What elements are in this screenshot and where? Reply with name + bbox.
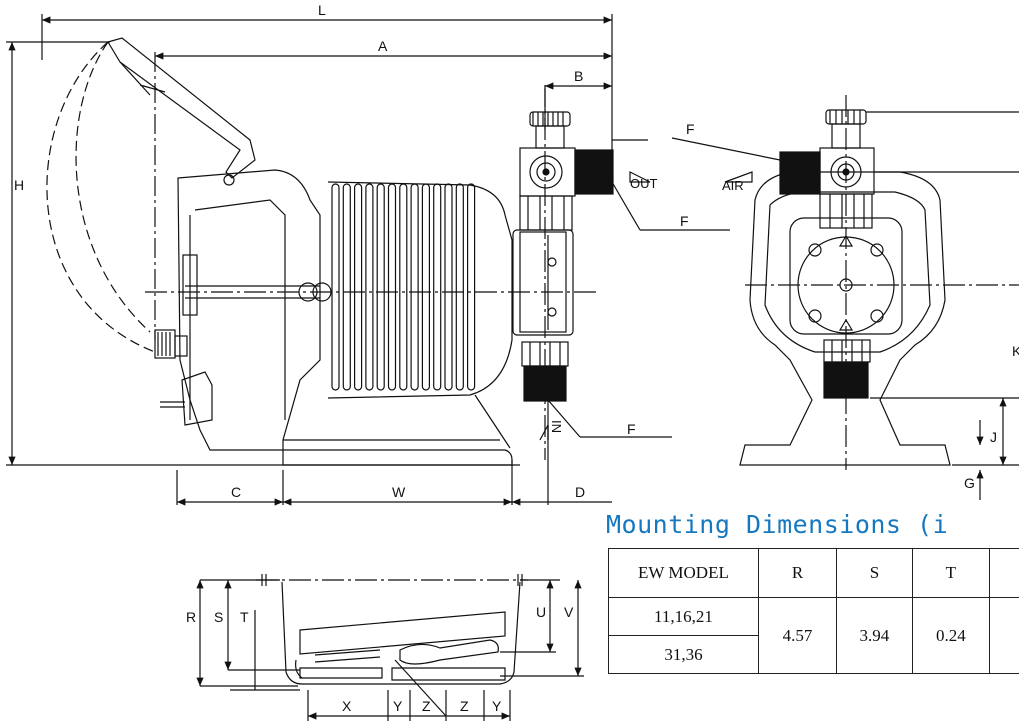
label-A: A <box>378 38 388 54</box>
label-L: L <box>318 2 326 18</box>
label-X: X <box>342 698 352 714</box>
label-Z-left: Z <box>422 698 431 714</box>
port-label-in: IN <box>549 420 564 433</box>
port-label-air: AIR <box>722 178 744 193</box>
mounting-dimensions-table: EW MODEL R S T 11,16,21 4.57 3.94 0.24 3… <box>608 548 1019 674</box>
label-B: B <box>574 68 583 84</box>
cell-model: 11,16,21 <box>608 597 759 636</box>
table-row: 31,36 <box>608 635 1019 674</box>
label-R: R <box>186 609 196 625</box>
header-r: R <box>757 548 838 598</box>
cooling-fin <box>331 183 340 391</box>
label-H: H <box>14 177 24 193</box>
cell-model: 31,36 <box>608 635 759 674</box>
cell-truncated <box>989 597 1019 674</box>
label-Z-right: Z <box>460 698 469 714</box>
label-F-mid: F <box>680 213 689 229</box>
cooling-fin <box>354 183 363 391</box>
cooling-fins <box>327 181 513 399</box>
cooling-fin <box>410 183 419 391</box>
label-J: J <box>990 429 997 445</box>
side-view <box>6 14 730 506</box>
label-S: S <box>214 609 223 625</box>
cell-t: 0.24 <box>911 597 991 674</box>
mounting-dimensions-title: Mounting Dimensions (i <box>606 510 949 539</box>
table-header-row: EW MODEL R S T <box>608 548 1019 598</box>
header-s: S <box>836 548 913 598</box>
label-C: C <box>231 484 241 500</box>
label-Y-left: Y <box>393 698 403 714</box>
header-truncated <box>989 548 1019 598</box>
label-T: T <box>240 609 249 625</box>
label-G: G <box>964 475 975 491</box>
label-U: U <box>536 604 546 620</box>
cooling-fin <box>387 183 397 391</box>
cell-s: 3.94 <box>836 597 913 674</box>
cooling-fin <box>433 183 442 391</box>
label-Y-right: Y <box>492 698 502 714</box>
label-F-top: F <box>686 121 695 137</box>
cooling-fin <box>467 183 476 391</box>
cooling-fin <box>399 183 408 391</box>
table-row: 11,16,21 4.57 3.94 0.24 <box>608 597 1019 674</box>
label-F-bottom: F <box>627 421 636 437</box>
cooling-fin <box>421 183 430 391</box>
cooling-fin <box>365 183 374 391</box>
label-V: V <box>564 604 574 620</box>
cooling-fin <box>376 183 385 391</box>
base-view <box>196 574 584 721</box>
label-K: K <box>1012 343 1019 359</box>
label-D: D <box>575 484 585 500</box>
solenoid-housing <box>327 181 513 399</box>
header-t: T <box>911 548 991 598</box>
cooling-fin <box>444 183 453 391</box>
header-ew-model: EW MODEL <box>608 548 759 598</box>
port-label-out: OUT <box>630 176 658 191</box>
cooling-fin <box>342 183 351 391</box>
cell-r: 4.57 <box>757 597 838 674</box>
label-W: W <box>392 484 406 500</box>
front-view <box>671 95 1019 500</box>
cooling-fin <box>455 183 464 391</box>
